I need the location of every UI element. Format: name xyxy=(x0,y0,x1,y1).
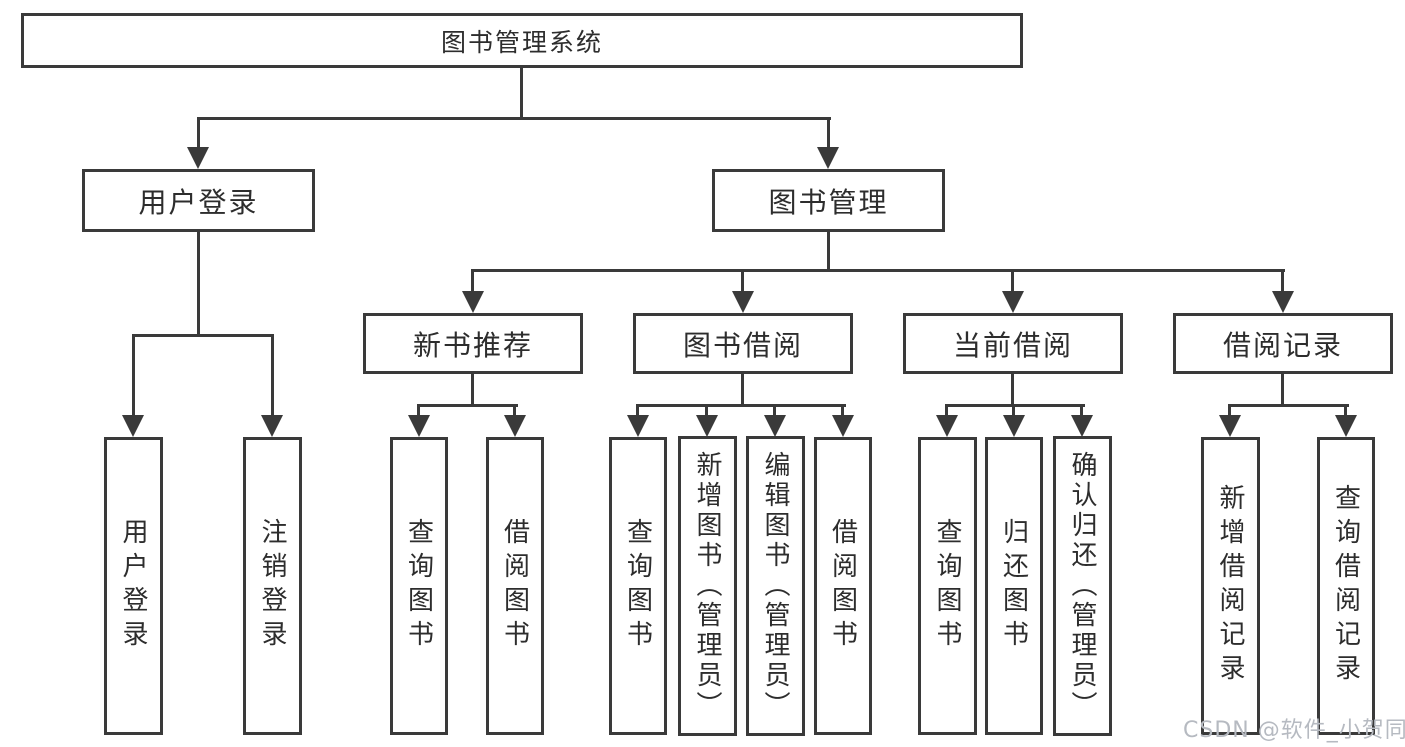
connector-vline xyxy=(945,407,948,417)
connector-hline xyxy=(471,269,1285,272)
connector-arrow-down xyxy=(1003,415,1025,437)
leaf-borrow-books: 借阅图书 xyxy=(486,437,544,735)
connector-arrow-down xyxy=(504,415,526,437)
connector-arrow-down xyxy=(696,415,718,437)
connector-arrow-down xyxy=(832,415,854,437)
connector-vline xyxy=(1344,407,1347,417)
connector-vline xyxy=(417,407,420,417)
leaf-borrow-books: 借阅图书 xyxy=(814,437,872,735)
connector-arrow-down xyxy=(462,291,484,313)
connector-arrow-down xyxy=(1335,415,1357,437)
connector-arrow-down xyxy=(1002,291,1024,313)
connector-vline xyxy=(827,120,830,148)
leaf-query-books: 查询图书 xyxy=(609,437,667,735)
leaf-query-books: 查询图书 xyxy=(390,437,448,735)
connector-vline xyxy=(132,337,135,417)
leaf-logout-login: 注销登录 xyxy=(243,437,302,735)
connector-vline xyxy=(1011,272,1014,293)
leaf-query-books: 查询图书 xyxy=(918,437,977,735)
leaf-return-books: 归还图书 xyxy=(985,437,1043,735)
connector-hline xyxy=(636,404,846,407)
connector-hline xyxy=(1228,404,1349,407)
connector-hline xyxy=(197,117,831,120)
node-book-management: 图书管理 xyxy=(712,169,945,232)
connector-vline xyxy=(841,407,844,417)
node-new-book-recommendation: 新书推荐 xyxy=(363,313,583,374)
leaf-query-borrow-record: 查询借阅记录 xyxy=(1317,437,1375,735)
leaf-confirm-return-admin: 确认归还（管理员） xyxy=(1053,436,1112,736)
connector-arrow-down xyxy=(627,415,649,437)
connector-hline xyxy=(945,404,1085,407)
connector-vline xyxy=(1281,374,1284,407)
node-current-borrowing: 当前借阅 xyxy=(903,313,1123,374)
connector-vline xyxy=(1080,407,1083,417)
connector-vline xyxy=(1012,407,1015,417)
leaf-add-books-admin: 新增图书（管理员） xyxy=(678,436,737,736)
connector-hline xyxy=(132,334,274,337)
connector-arrow-down xyxy=(261,415,283,437)
leaf-add-borrow-record: 新增借阅记录 xyxy=(1201,437,1260,735)
connector-vline xyxy=(520,68,523,120)
leaf-user-login: 用户登录 xyxy=(104,437,163,735)
node-borrowing-records: 借阅记录 xyxy=(1173,313,1393,374)
connector-vline xyxy=(513,407,516,417)
connector-arrow-down xyxy=(1272,291,1294,313)
connector-arrow-down xyxy=(408,415,430,437)
connector-arrow-down xyxy=(1071,415,1093,437)
node-user-login: 用户登录 xyxy=(82,169,315,232)
connector-vline xyxy=(705,407,708,417)
connector-vline xyxy=(471,374,474,407)
connector-vline xyxy=(1281,272,1284,293)
watermark: CSDN @软件_小贺同学 xyxy=(1183,718,1405,743)
connector-arrow-down xyxy=(732,291,754,313)
connector-arrow-down xyxy=(764,415,786,437)
connector-vline xyxy=(471,272,474,293)
connector-vline xyxy=(197,120,200,148)
connector-vline xyxy=(741,272,744,293)
connector-vline xyxy=(827,232,830,272)
connector-arrow-down xyxy=(187,147,209,169)
connector-vline xyxy=(271,337,274,417)
leaf-edit-books-admin: 编辑图书（管理员） xyxy=(746,436,805,736)
connector-vline xyxy=(636,407,639,417)
node-book-borrowing: 图书借阅 xyxy=(633,313,853,374)
connector-vline xyxy=(197,232,200,337)
connector-vline xyxy=(1228,407,1231,417)
connector-arrow-down xyxy=(817,147,839,169)
connector-hline xyxy=(417,404,518,407)
connector-vline xyxy=(741,374,744,407)
node-library-system: 图书管理系统 xyxy=(21,13,1023,68)
connector-arrow-down xyxy=(1219,415,1241,437)
connector-arrow-down xyxy=(122,415,144,437)
connector-vline xyxy=(1011,374,1014,407)
connector-vline xyxy=(773,407,776,417)
connector-arrow-down xyxy=(936,415,958,437)
